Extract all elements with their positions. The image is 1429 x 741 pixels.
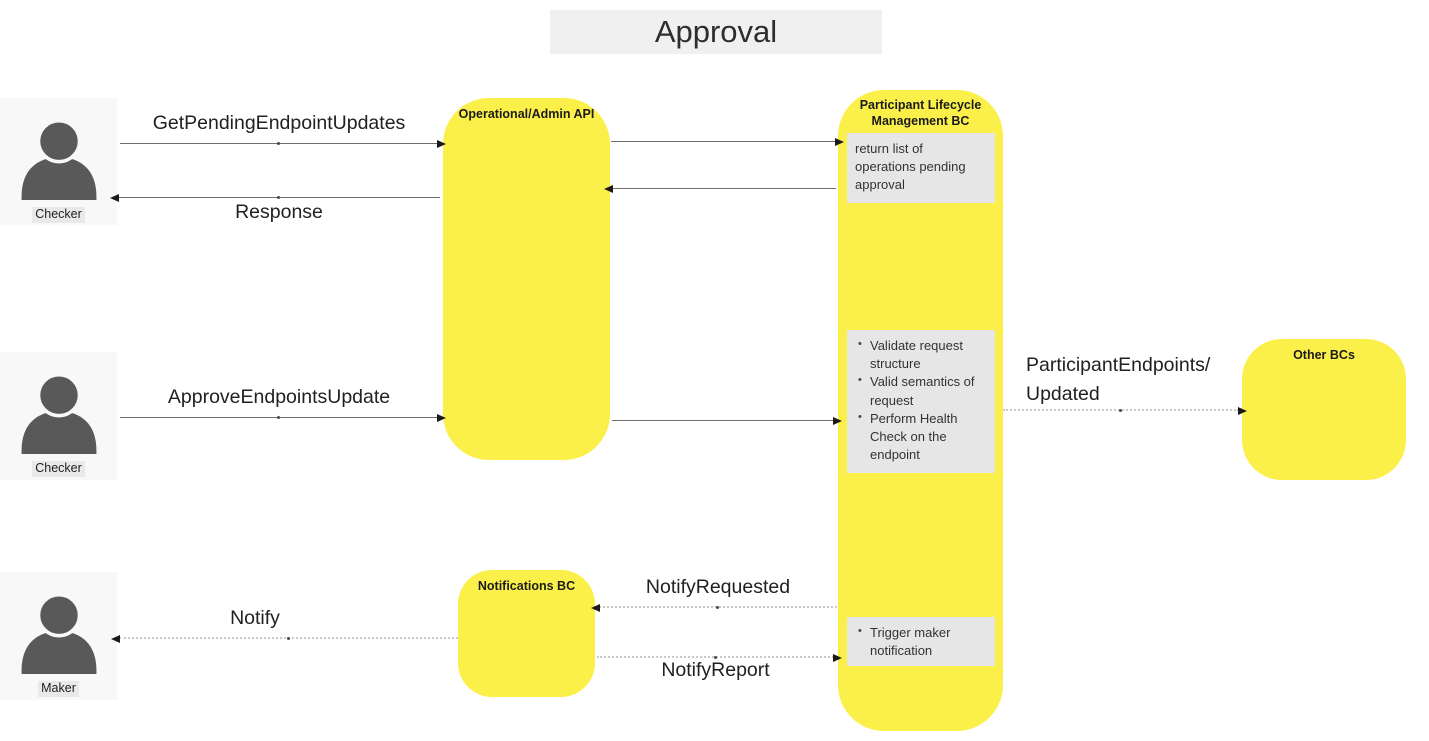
- note-trigger-notification: Trigger maker notification: [847, 617, 995, 666]
- message-label-response: Response: [235, 201, 323, 223]
- arrowhead-left-icon: [110, 194, 119, 202]
- arrowhead-right-icon: [1238, 407, 1247, 415]
- arrow-response-back: [604, 185, 836, 193]
- component-operational-admin-api: Operational/Admin API: [443, 98, 610, 460]
- arrow-approve: [120, 414, 446, 422]
- component-notifications-bc: Notifications BC: [458, 570, 595, 697]
- arrowhead-right-icon: [437, 140, 446, 148]
- message-label-get-pending: GetPendingEndpointUpdates: [152, 112, 406, 134]
- actor-label: Checker: [32, 207, 85, 223]
- person-icon: [21, 118, 96, 200]
- message-label-approve: ApproveEndpointsUpdate: [167, 386, 391, 408]
- waypoint-dot: [716, 606, 719, 609]
- note-bullet: Validate request structure: [855, 337, 987, 373]
- actor-checker-top: Checker: [0, 98, 117, 225]
- arrow-notify: [111, 635, 458, 643]
- note-bullet: Perform Health Check on the endpoint: [855, 410, 987, 465]
- arrow-approve-forward: [612, 417, 842, 425]
- actor-label: Checker: [32, 461, 85, 477]
- message-label-participant-endpoints: ParticipantEndpoints/ Updated: [1026, 351, 1236, 409]
- diagram-title: Approval: [550, 10, 882, 54]
- actor-checker-middle: Checker: [0, 352, 117, 480]
- note-bullet: Valid semantics of request: [855, 373, 987, 409]
- waypoint-dot: [277, 142, 280, 145]
- arrow-get-pending: [120, 140, 446, 148]
- waypoint-dot: [713, 656, 717, 659]
- arrowhead-left-icon: [604, 185, 613, 193]
- arrow-participant-endpoints: [1003, 407, 1247, 415]
- message-label-notify-report: NotifyReport: [661, 659, 770, 681]
- arrow-response: [110, 194, 440, 202]
- note-bullet: Trigger maker notification: [855, 624, 987, 660]
- actor-maker: Maker: [0, 572, 117, 700]
- person-icon: [21, 592, 96, 674]
- message-label-notify: Notify: [230, 607, 280, 629]
- waypoint-dot: [277, 196, 280, 199]
- arrowhead-right-icon: [833, 417, 842, 425]
- message-label-line1: ParticipantEndpoints/: [1026, 354, 1211, 376]
- note-return-list: return list of operations pending approv…: [847, 133, 995, 203]
- component-label: Operational/Admin API: [458, 107, 595, 121]
- component-label: Other BCs: [1293, 348, 1355, 362]
- waypoint-dot: [277, 416, 280, 419]
- arrow-notify-report: [597, 654, 842, 662]
- message-label-notify-requested: NotifyRequested: [645, 576, 791, 598]
- arrowhead-right-icon: [437, 414, 446, 422]
- note-validation: Validate request structure Valid semanti…: [847, 330, 995, 473]
- arrowhead-right-icon: [833, 654, 842, 662]
- waypoint-dot: [1119, 409, 1122, 412]
- component-label: Notifications BC: [477, 579, 576, 593]
- arrow-get-pending-forward: [611, 138, 844, 146]
- person-icon: [21, 372, 96, 454]
- arrow-notify-requested: [591, 604, 837, 612]
- actor-label: Maker: [38, 681, 79, 697]
- arrowhead-right-icon: [835, 138, 844, 146]
- arrowhead-left-icon: [591, 604, 600, 612]
- waypoint-dot: [286, 637, 290, 640]
- message-label-line2: Updated: [1026, 383, 1100, 405]
- component-label: Participant Lifecycle Management BC: [859, 98, 982, 129]
- arrowhead-left-icon: [111, 635, 120, 643]
- component-other-bcs: Other BCs: [1242, 339, 1406, 480]
